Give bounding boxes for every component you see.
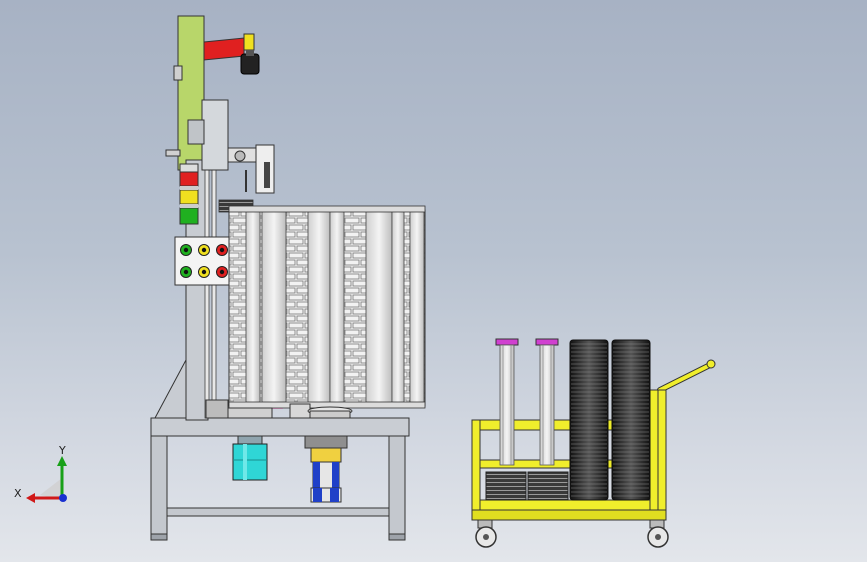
control-buttons [180, 244, 228, 278]
top-arm [203, 33, 260, 75]
coil-drum-assembly [228, 205, 426, 409]
cart-wheel-right [647, 519, 669, 548]
turntable-base [205, 399, 353, 419]
stack-light [179, 163, 199, 225]
cart-handle [657, 359, 716, 393]
axis-triad: Y X [14, 444, 67, 503]
z-axis-dot [59, 494, 67, 502]
pneumatic-cylinder-right [304, 435, 348, 503]
x-axis-label: X [14, 487, 22, 500]
panel-button-center [183, 269, 189, 275]
disc-stack-2 [611, 339, 651, 501]
panel-button-center [219, 247, 225, 253]
cart-frame [471, 389, 667, 521]
y-axis-label: Y [58, 444, 66, 457]
control-panel [174, 236, 234, 286]
machine-table [150, 417, 410, 541]
spare-rod-1 [495, 338, 519, 466]
motor-housing [165, 99, 259, 171]
tensioner-bracket [245, 144, 275, 194]
disc-stack-1 [569, 339, 609, 501]
winding-machine [150, 15, 426, 541]
lower-shelf-stacks [485, 471, 569, 501]
panel-button-center [201, 269, 207, 275]
pneumatic-cylinder-left [232, 435, 268, 481]
material-cart [471, 338, 716, 548]
cart-wheel-left [475, 519, 497, 548]
spare-rod-2 [535, 338, 559, 466]
panel-button-center [183, 247, 189, 253]
panel-button-center [219, 269, 225, 275]
panel-button-center [201, 247, 207, 253]
